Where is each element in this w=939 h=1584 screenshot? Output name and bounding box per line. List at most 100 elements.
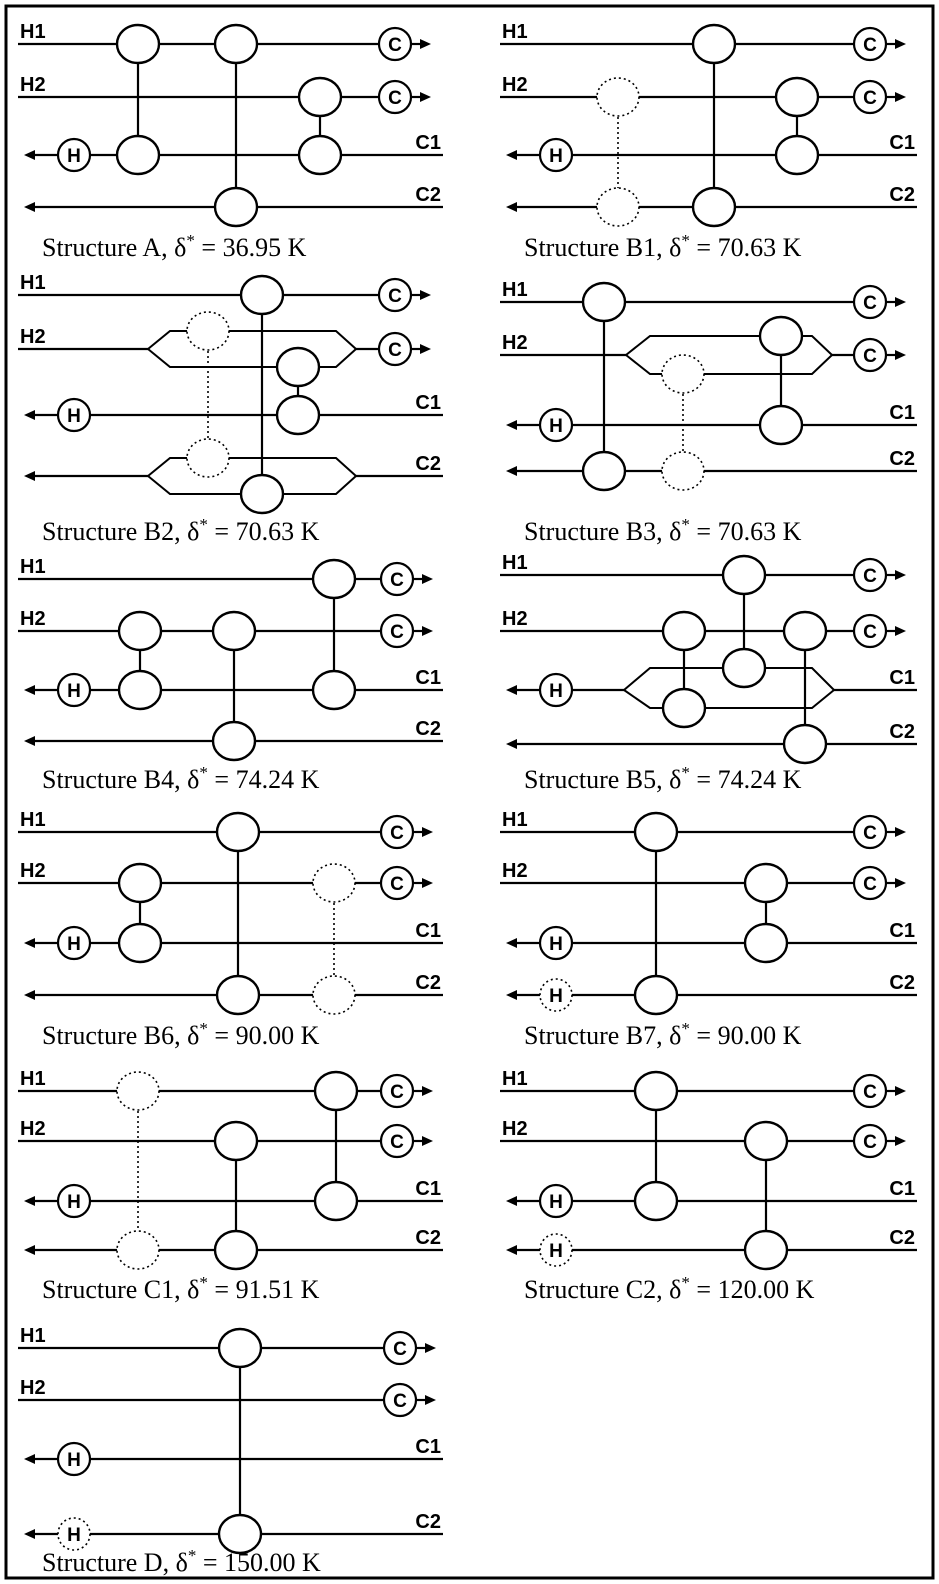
caption-prefix: Structure B1, δ bbox=[524, 233, 681, 262]
arrow-right-icon bbox=[895, 297, 906, 307]
heater-label: H bbox=[549, 1192, 563, 1213]
caption-value: = 36.95 K bbox=[195, 233, 307, 262]
heat-exchanger bbox=[211, 610, 257, 652]
cooler-label: C bbox=[390, 570, 404, 591]
arrow-right-icon bbox=[895, 570, 906, 580]
structure-caption: Structure A, δ* = 36.95 K bbox=[42, 231, 307, 262]
arrow-right-icon bbox=[425, 1343, 436, 1353]
heater-label: H bbox=[549, 934, 563, 955]
heat-exchanger bbox=[581, 281, 627, 323]
cooler-label: C bbox=[388, 88, 402, 109]
arrow-left-icon bbox=[24, 1196, 35, 1206]
cooler-label: C bbox=[863, 1132, 877, 1153]
heat-exchanger bbox=[661, 610, 707, 652]
stream-label-h2: H2 bbox=[502, 608, 528, 630]
bypassed-exchanger bbox=[116, 1071, 160, 1111]
caption-prefix: Structure A, δ bbox=[42, 233, 186, 262]
arrow-right-icon bbox=[895, 626, 906, 636]
heat-exchanger bbox=[758, 404, 804, 446]
cooler-label: C bbox=[393, 1391, 407, 1412]
heat-exchanger bbox=[213, 23, 259, 65]
caption-superscript: * bbox=[199, 1273, 208, 1292]
heater-label: H bbox=[549, 416, 563, 437]
heat-exchanger bbox=[215, 974, 261, 1016]
heater-label: H bbox=[549, 986, 563, 1007]
arrow-left-icon bbox=[506, 150, 517, 160]
stream-label-h2: H2 bbox=[502, 74, 528, 96]
stream-label-c2: C2 bbox=[415, 184, 441, 206]
stream-label-h2: H2 bbox=[20, 326, 46, 348]
caption-value: = 70.63 K bbox=[690, 517, 802, 546]
cooler-label: C bbox=[863, 1082, 877, 1103]
cooler-label: C bbox=[390, 622, 404, 643]
heat-exchanger bbox=[774, 76, 820, 118]
heat-exchanger bbox=[297, 76, 343, 118]
bypassed-exchanger bbox=[661, 451, 705, 491]
heat-exchanger bbox=[633, 1070, 679, 1112]
heat-exchanger bbox=[313, 1070, 359, 1112]
heat-exchanger bbox=[117, 922, 163, 964]
stream-label-c1: C1 bbox=[889, 402, 915, 424]
arrow-right-icon bbox=[422, 1086, 433, 1096]
split-branch bbox=[625, 354, 833, 375]
stream-label-h1: H1 bbox=[502, 552, 528, 574]
cooler-label: C bbox=[863, 35, 877, 56]
arrow-right-icon bbox=[420, 39, 431, 49]
stream-label-h2: H2 bbox=[502, 860, 528, 882]
cooler-label: C bbox=[863, 293, 877, 314]
caption-prefix: Structure B4, δ bbox=[42, 765, 199, 794]
arrow-left-icon bbox=[24, 1245, 35, 1255]
cooler-label: C bbox=[863, 874, 877, 895]
stream-label-h2: H2 bbox=[20, 74, 46, 96]
heat-exchanger bbox=[217, 1513, 263, 1555]
stream-label-h1: H1 bbox=[20, 272, 46, 294]
cooler-label: C bbox=[388, 35, 402, 56]
heat-exchanger bbox=[721, 554, 767, 596]
heat-exchanger bbox=[633, 811, 679, 853]
heat-exchanger bbox=[213, 1120, 259, 1162]
arrow-right-icon bbox=[422, 574, 433, 584]
stream-label-c1: C1 bbox=[415, 1178, 441, 1200]
arrow-right-icon bbox=[895, 1086, 906, 1096]
arrow-left-icon bbox=[506, 202, 517, 212]
stream-label-h2: H2 bbox=[502, 332, 528, 354]
heat-exchanger bbox=[633, 974, 679, 1016]
arrow-left-icon bbox=[24, 685, 35, 695]
stream-label-h1: H1 bbox=[502, 1068, 528, 1090]
heat-exchanger bbox=[782, 723, 828, 765]
heat-exchanger bbox=[115, 23, 161, 65]
heater-label: H bbox=[549, 1241, 563, 1262]
heat-exchanger bbox=[275, 346, 321, 388]
stream-label-h2: H2 bbox=[20, 1118, 46, 1140]
caption-prefix: Structure B2, δ bbox=[42, 517, 199, 546]
arrow-left-icon bbox=[24, 202, 35, 212]
arrow-left-icon bbox=[506, 1196, 517, 1206]
arrow-right-icon bbox=[895, 827, 906, 837]
arrow-left-icon bbox=[24, 736, 35, 746]
heat-exchanger bbox=[311, 558, 357, 600]
stream-label-h1: H1 bbox=[502, 21, 528, 43]
bypassed-exchanger bbox=[596, 77, 640, 117]
cooler-label: C bbox=[388, 340, 402, 361]
heat-exchanger bbox=[743, 862, 789, 904]
structure-caption: Structure B7, δ* = 90.00 K bbox=[524, 1019, 802, 1050]
stream-label-h2: H2 bbox=[20, 1377, 46, 1399]
stream-label-h1: H1 bbox=[20, 21, 46, 43]
stream-label-c2: C2 bbox=[889, 184, 915, 206]
arrow-left-icon bbox=[506, 466, 517, 476]
cooler-label: C bbox=[390, 823, 404, 844]
heat-exchanger bbox=[297, 134, 343, 176]
stream-label-h1: H1 bbox=[20, 556, 46, 578]
arrow-left-icon bbox=[506, 1245, 517, 1255]
heat-exchanger bbox=[313, 1180, 359, 1222]
cooler-label: C bbox=[863, 566, 877, 587]
heat-exchanger bbox=[311, 669, 357, 711]
stream-label-c1: C1 bbox=[889, 667, 915, 689]
cooler-label: C bbox=[390, 874, 404, 895]
heat-exchanger bbox=[581, 450, 627, 492]
structure-caption: Structure B6, δ* = 90.00 K bbox=[42, 1019, 320, 1050]
heater-label: H bbox=[549, 681, 563, 702]
